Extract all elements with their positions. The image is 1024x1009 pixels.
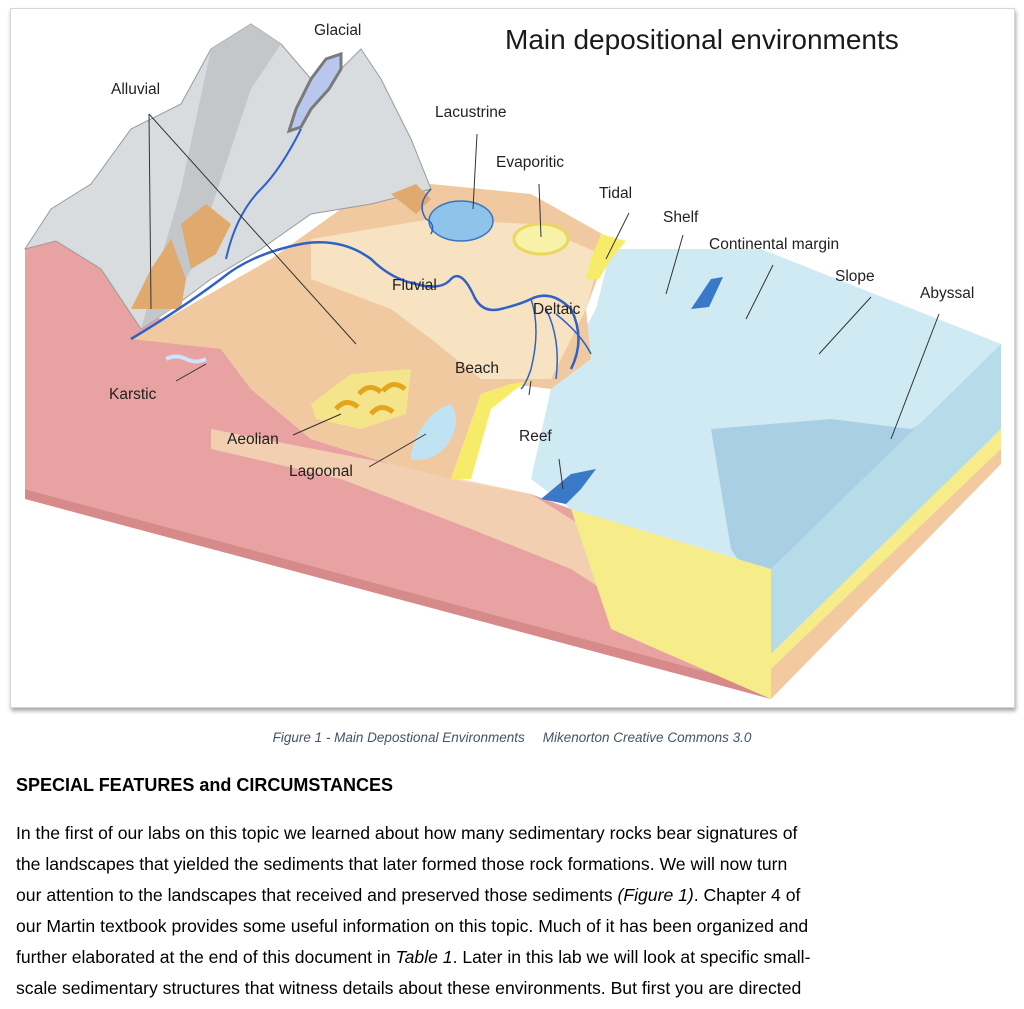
label-continental-margin: Continental margin: [709, 236, 839, 253]
text-run: the landscapes that yielded the sediment…: [16, 854, 788, 874]
paragraph-line: scale sedimentary structures that witnes…: [16, 973, 1016, 1004]
label-aeolian: Aeolian: [227, 431, 279, 448]
figure-frame: Main depositional environments Glacial A…: [10, 8, 1015, 708]
text-run: . Chapter 4 of: [693, 885, 801, 905]
label-tidal: Tidal: [599, 185, 632, 202]
lagoon: [411, 404, 456, 460]
shelf-edge-mark: [691, 277, 723, 309]
text-run: . Later in this lab we will look at spec…: [452, 947, 811, 967]
figure-caption: Figure 1 - Main Depostional Environments…: [0, 730, 1024, 745]
dune-3: [369, 405, 395, 416]
river-delta-3: [555, 313, 592, 355]
alluvial-fan-1: [131, 239, 186, 309]
aeolian-field: [311, 369, 411, 429]
river-delta-1: [520, 298, 537, 390]
label-glacial: Glacial: [314, 22, 361, 39]
text-run: further elaborated at the end of this do…: [16, 947, 396, 967]
glacier: [286, 51, 343, 134]
reef: [541, 469, 596, 504]
river-mountain: [225, 128, 302, 260]
river-delta-2: [545, 308, 558, 380]
label-lacustrine: Lacustrine: [435, 104, 507, 121]
sea-surface: [531, 249, 1001, 569]
label-lagoonal: Lagoonal: [289, 463, 353, 480]
label-karstic: Karstic: [109, 386, 157, 403]
floodplain-pale: [311, 219, 601, 379]
river-main: [130, 241, 580, 370]
river-lake-link: [421, 188, 434, 235]
label-slope: Slope: [835, 268, 875, 285]
depositional-environments-diagram: Main depositional environments Glacial A…: [23, 22, 1001, 699]
diagram-title: Main depositional environments: [505, 24, 899, 55]
label-abyssal: Abyssal: [920, 285, 974, 302]
sea-bottom-layers: [571, 429, 1001, 699]
caption-figure-text: Figure 1 - Main Depostional Environments: [272, 730, 525, 745]
karst-cave: [165, 354, 207, 364]
text-run: our attention to the landscapes that rec…: [16, 885, 618, 905]
label-fluvial: Fluvial: [392, 277, 437, 294]
alluvial-fan-2: [181, 204, 231, 269]
text-run: scale sedimentary structures that witnes…: [16, 978, 802, 998]
lacustrine-lake: [428, 200, 494, 242]
tidal-zone: [586, 234, 626, 279]
dune-4: [381, 382, 407, 393]
sediment-wedge: [211, 429, 771, 699]
label-deltaic: Deltaic: [533, 301, 581, 318]
leader-lines: [148, 113, 940, 490]
crust-front-face: [25, 489, 771, 699]
text-run: our Martin textbook provides some useful…: [16, 916, 809, 936]
label-evaporitic: Evaporitic: [496, 154, 564, 171]
table-reference: Table 1: [395, 947, 453, 967]
sea-front-face: [771, 344, 1001, 654]
label-shelf: Shelf: [663, 209, 699, 226]
caption-credit: Mikenorton Creative Commons 3.0: [542, 730, 752, 745]
alluvial-fan-3: [391, 184, 431, 214]
paragraph-line: our attention to the landscapes that rec…: [16, 880, 1016, 911]
label-reef: Reef: [519, 428, 552, 445]
paragraph-line: further elaborated at the end of this do…: [16, 942, 1016, 973]
label-beach: Beach: [455, 360, 499, 377]
figure-reference: (Figure 1): [617, 885, 694, 905]
paragraph-line: our Martin textbook provides some useful…: [16, 911, 1016, 942]
dune-1: [334, 400, 360, 411]
label-alluvial: Alluvial: [111, 81, 160, 98]
body-paragraph: In the first of our labs on this topic w…: [16, 818, 1016, 1004]
sea-bottom-layers-2: [771, 449, 1001, 699]
shoreline-sand: [451, 381, 531, 479]
paragraph-line: In the first of our labs on this topic w…: [16, 818, 1016, 849]
section-heading: SPECIAL FEATURES and CIRCUMSTANCES: [16, 775, 394, 795]
dune-2: [357, 385, 383, 396]
text-run: In the first of our labs on this topic w…: [16, 823, 798, 843]
paragraph-line: the landscapes that yielded the sediment…: [16, 849, 1016, 880]
